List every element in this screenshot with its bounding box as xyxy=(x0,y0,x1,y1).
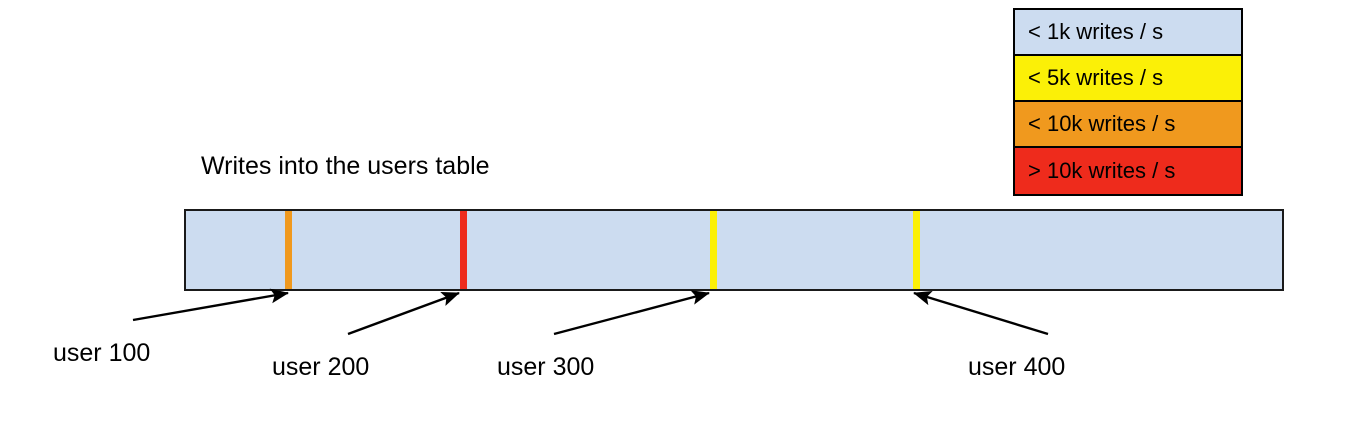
users-table-keyspace-bar xyxy=(184,209,1284,291)
legend-row-lt-1k: < 1k writes / s xyxy=(1015,10,1241,56)
legend-label-lt-5k: < 5k writes / s xyxy=(1028,65,1164,90)
callout-label-user-200: user 200 xyxy=(272,353,370,381)
arrow-user-400 xyxy=(913,290,1049,336)
stripe-user-100 xyxy=(285,211,292,289)
legend-label-lt-10k: < 10k writes / s xyxy=(1028,111,1176,136)
stripe-user-400 xyxy=(913,211,920,289)
callout-label-user-400: user 400 xyxy=(968,353,1066,381)
chart-title: Writes into the users table xyxy=(201,152,490,180)
write-throughput-legend: < 1k writes / s < 5k writes / s < 10k wr… xyxy=(1013,8,1243,196)
arrow-user-300 xyxy=(553,290,710,336)
legend-label-lt-1k: < 1k writes / s xyxy=(1028,19,1164,44)
legend-row-lt-10k: < 10k writes / s xyxy=(1015,102,1241,148)
legend-label-gt-10k: > 10k writes / s xyxy=(1028,158,1176,183)
stripe-user-200 xyxy=(460,211,467,289)
legend-row-lt-5k: < 5k writes / s xyxy=(1015,56,1241,102)
arrow-user-100 xyxy=(132,288,289,322)
callout-label-user-300: user 300 xyxy=(497,353,595,381)
callout-label-user-100: user 100 xyxy=(53,339,151,367)
arrow-user-200 xyxy=(347,291,460,336)
legend-row-gt-10k: > 10k writes / s xyxy=(1015,148,1241,194)
stripe-user-300 xyxy=(710,211,717,289)
